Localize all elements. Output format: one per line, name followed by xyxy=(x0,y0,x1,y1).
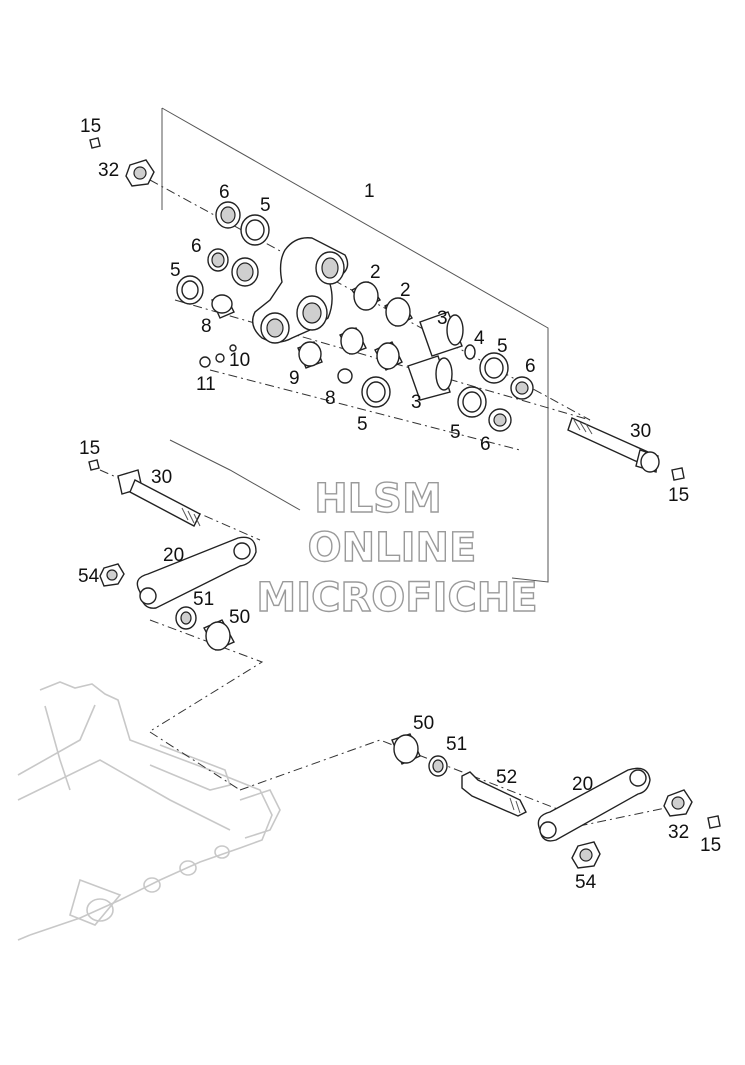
callout-2-b: 2 xyxy=(400,280,411,301)
bolt-left xyxy=(117,469,201,527)
callout-4: 4 xyxy=(474,328,485,349)
callout-32-top: 32 xyxy=(98,160,119,181)
callout-5-b: 5 xyxy=(170,260,181,281)
linkage-assembly-box xyxy=(161,107,549,583)
callout-15-left: 15 xyxy=(79,438,100,459)
needle-bearings xyxy=(339,281,413,371)
callout-30-right: 30 xyxy=(630,421,651,442)
callout-5-a: 5 xyxy=(260,195,271,216)
callout-20-left: 20 xyxy=(163,545,184,566)
callout-6-d: 6 xyxy=(480,434,491,455)
callout-8-b: 8 xyxy=(325,388,336,409)
callout-6-b: 6 xyxy=(191,236,202,257)
callout-9: 9 xyxy=(289,368,300,389)
callout-3-b: 3 xyxy=(411,392,422,413)
callout-54-left: 54 xyxy=(78,566,100,587)
callout-6-c: 6 xyxy=(525,356,536,377)
callout-30-left: 30 xyxy=(151,467,172,488)
callout-3-a: 3 xyxy=(437,308,448,329)
callout-51-right: 51 xyxy=(446,734,467,755)
callout-5-c: 5 xyxy=(497,336,508,357)
tie-rod-right xyxy=(537,767,651,842)
callout-5-e: 5 xyxy=(450,422,461,443)
watermark-line-2: ONLINE xyxy=(308,525,477,571)
spacer-sleeves xyxy=(407,311,476,401)
pin-52 xyxy=(461,771,527,817)
callout-15-top: 15 xyxy=(80,116,101,137)
watermark-line-1: HLSM xyxy=(314,476,442,522)
callout-54-right: 54 xyxy=(575,872,597,893)
watermark-line-3: MICROFICHE xyxy=(256,575,537,621)
tie-rod-left xyxy=(136,536,257,609)
swingarm-frame xyxy=(17,681,281,941)
callout-52: 52 xyxy=(496,767,517,788)
callout-8-a: 8 xyxy=(201,316,212,337)
callout-2-a: 2 xyxy=(370,262,381,283)
callout-11: 11 xyxy=(196,374,216,395)
callout-15-right: 15 xyxy=(668,485,689,506)
callout-1: 1 xyxy=(364,181,375,202)
bolt-right xyxy=(567,417,660,473)
callout-50-right: 50 xyxy=(413,713,434,734)
small-parts-lower xyxy=(199,341,353,384)
bearings-right-pair xyxy=(391,733,448,777)
bushings-right xyxy=(361,352,534,432)
callout-6-a: 6 xyxy=(219,182,230,203)
callout-labels: 15 32 1 6 5 6 5 2 2 8 10 3 4 5 6 11 9 8 … xyxy=(78,116,721,893)
callout-51-left: 51 xyxy=(193,589,214,610)
bushings-upper xyxy=(176,201,270,319)
bearings-left xyxy=(175,606,235,651)
callout-15-bottom: 15 xyxy=(700,835,721,856)
nuts-and-caps xyxy=(88,137,721,869)
callout-20-right: 20 xyxy=(572,774,593,795)
callout-10: 10 xyxy=(229,350,250,371)
callout-32-right: 32 xyxy=(668,822,689,843)
callout-5-d: 5 xyxy=(357,414,368,435)
rocker-link xyxy=(252,237,349,344)
callout-50-left: 50 xyxy=(229,607,250,628)
watermark: HLSM ONLINE MICROFICHE xyxy=(256,475,539,621)
